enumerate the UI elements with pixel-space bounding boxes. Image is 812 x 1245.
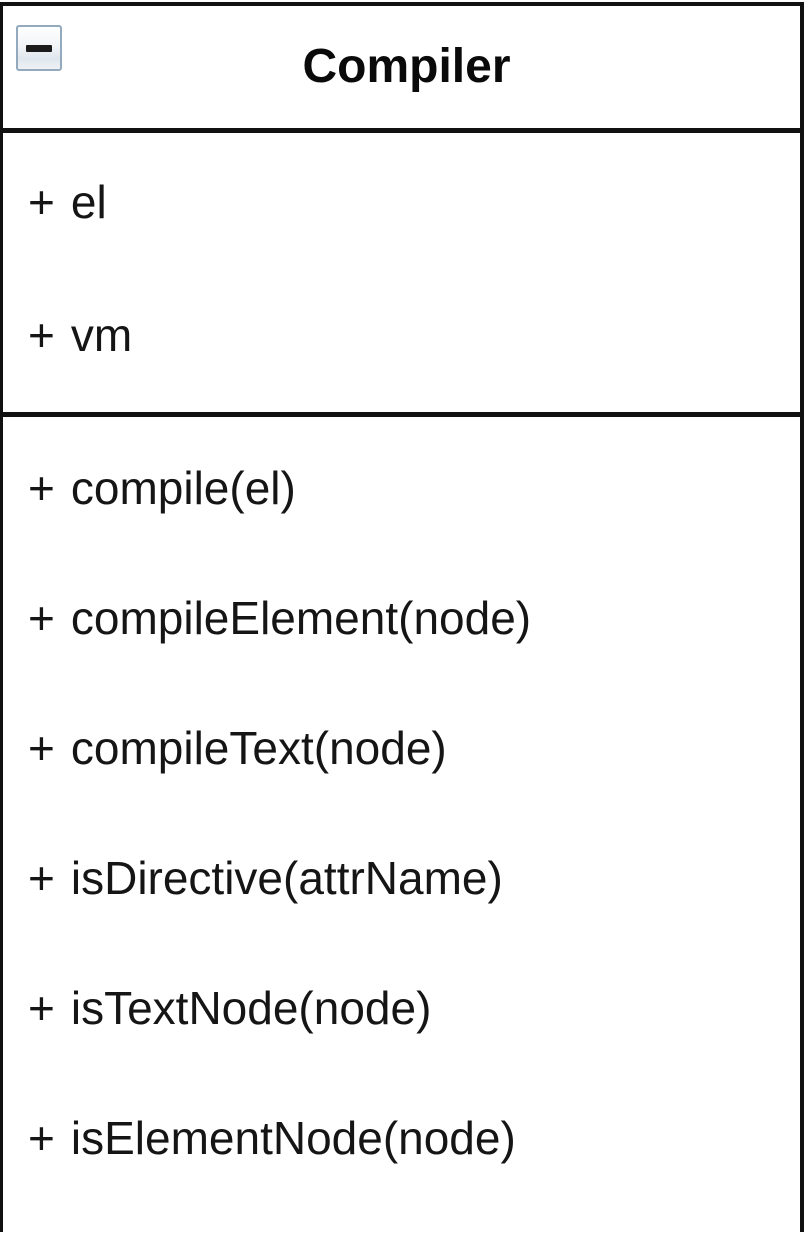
operation-row[interactable]: + compileText(node)	[28, 725, 800, 855]
class-name-title: Compiler	[302, 40, 511, 93]
operation-name: compile(el)	[70, 462, 296, 514]
operation-visibility: +	[28, 852, 55, 904]
operation-row[interactable]: + compileElement(node)	[28, 595, 800, 725]
operation-visibility: +	[28, 592, 55, 644]
operation-name: isElementNode(node)	[70, 1112, 516, 1164]
attribute-row[interactable]: + el	[28, 179, 800, 312]
class-header: Compiler	[3, 6, 800, 133]
attribute-visibility: +	[28, 309, 55, 361]
operation-row[interactable]: + isTextNode(node)	[28, 985, 800, 1115]
operation-visibility: +	[28, 1112, 55, 1164]
operation-row[interactable]: + isDirective(attrName)	[28, 855, 800, 985]
attribute-name: vm	[70, 309, 133, 361]
operations-compartment: + compile(el) + compileElement(node) + c…	[3, 417, 800, 1245]
operation-name: compileElement(node)	[70, 592, 532, 644]
attribute-row[interactable]: + vm	[28, 312, 800, 445]
operation-row[interactable]: + isElementNode(node)	[28, 1115, 800, 1245]
attribute-name: el	[70, 176, 107, 228]
attributes-compartment: + el + vm	[3, 133, 800, 417]
collapse-toggle-button[interactable]	[16, 25, 62, 71]
operation-visibility: +	[28, 462, 55, 514]
operation-name: compileText(node)	[70, 722, 447, 774]
operation-name: isDirective(attrName)	[70, 852, 503, 904]
minus-square-icon	[26, 44, 52, 52]
operation-name: isTextNode(node)	[70, 982, 432, 1034]
operation-row[interactable]: + compile(el)	[28, 465, 800, 595]
operation-visibility: +	[28, 722, 55, 774]
operation-visibility: +	[28, 982, 55, 1034]
attribute-visibility: +	[28, 176, 55, 228]
